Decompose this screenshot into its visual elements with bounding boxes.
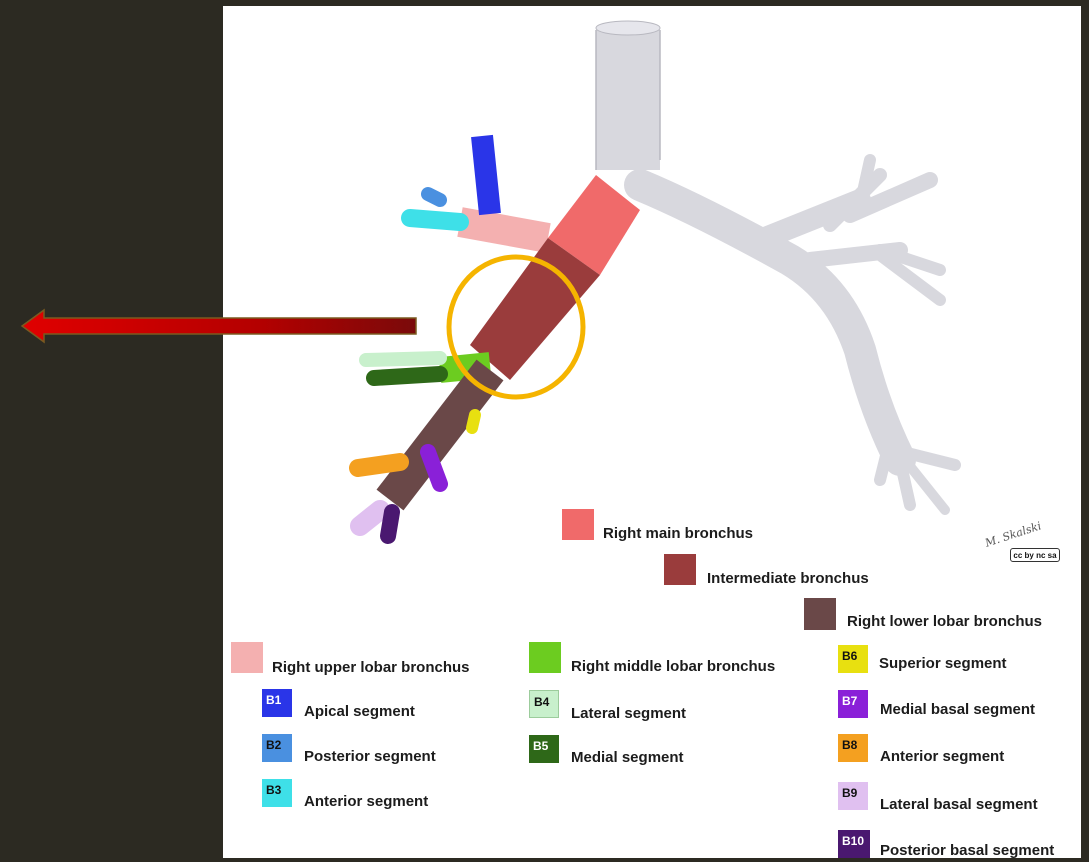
label-intermediate: Intermediate bronchus [707,570,869,587]
b2-segment [428,194,440,200]
label-b2: Posterior segment [304,748,436,765]
label-lower-lobar: Right lower lobar bronchus [847,613,1042,630]
trachea-top [596,21,660,35]
code-b7: B7 [838,690,868,718]
b3-segment [410,218,460,222]
code-b3: B3 [262,779,292,807]
swatch-lower-lobar [804,598,836,630]
code-b8: B8 [838,734,868,762]
code-b1: B1 [262,689,292,717]
b8-segment [358,462,400,468]
left-bronchial-tree [628,30,955,510]
code-b6: B6 [838,645,868,673]
license-badge: cc by nc sa [1010,548,1060,562]
swatch-middle-lobar [529,642,561,673]
code-b5: B5 [529,735,559,763]
label-b3: Anterior segment [304,793,428,810]
label-b8: Anterior segment [880,748,1004,765]
b5-segment [374,374,440,378]
label-upper-lobar: Right upper lobar bronchus [272,659,470,676]
label-b10: Posterior basal segment [880,842,1054,859]
code-b10: B10 [838,830,870,858]
b10-segment [388,512,392,536]
label-middle-lobar: Right middle lobar bronchus [571,658,775,675]
label-b5: Medial segment [571,749,684,766]
b1-segment [482,136,490,214]
b9-segment [360,510,380,526]
upper-lobar-segment [460,222,548,238]
label-b1: Apical segment [304,703,415,720]
label-b7: Medial basal segment [880,701,1035,718]
code-b2: B2 [262,734,292,762]
label-right-main: Right main bronchus [603,525,753,542]
swatch-right-main [562,509,594,540]
label-b6: Superior segment [879,655,1007,672]
b6-segment [472,415,475,428]
code-b4: B4 [529,690,559,718]
red-arrow [22,310,416,342]
b4-segment [366,358,440,360]
b7-segment [428,452,440,484]
swatch-intermediate [664,554,696,585]
code-b9: B9 [838,782,868,810]
label-b9: Lateral basal segment [880,796,1038,813]
swatch-upper-lobar [231,642,263,673]
label-b4: Lateral segment [571,705,686,722]
